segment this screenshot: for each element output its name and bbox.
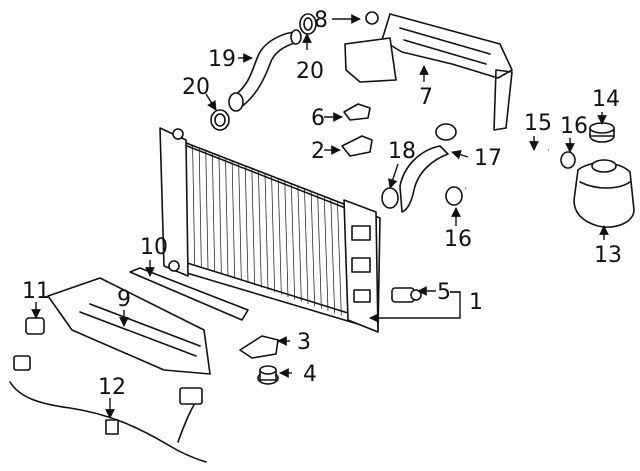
reservoir-cap bbox=[589, 122, 615, 143]
callout-13: 13 bbox=[594, 243, 622, 268]
radiator-fin-line bbox=[198, 147, 202, 267]
radiator-fin-line bbox=[277, 178, 282, 295]
hose-clamp-lower bbox=[210, 109, 230, 131]
radiator-fin-line bbox=[244, 165, 249, 284]
callout-5: 5 bbox=[437, 280, 451, 305]
radiator-fin-line bbox=[310, 191, 316, 307]
callout-12: 12 bbox=[98, 375, 126, 400]
radiator-fin-line bbox=[271, 175, 276, 293]
connector-11 bbox=[25, 317, 45, 335]
bracket-6 bbox=[343, 103, 371, 121]
callout-4: 4 bbox=[303, 362, 317, 387]
callout-labels: 8 20 19 20 7 6 2 18 17 15 16 14 13 16 5 … bbox=[22, 8, 622, 400]
callout-10: 10 bbox=[140, 235, 168, 260]
callout-2: 2 bbox=[311, 139, 325, 164]
callout-7: 7 bbox=[419, 85, 433, 110]
callout-9: 9 bbox=[117, 287, 131, 312]
radiator bbox=[159, 127, 381, 333]
lower-mount-bracket bbox=[239, 335, 279, 359]
callout-14: 14 bbox=[592, 87, 620, 112]
leader-lines bbox=[31, 14, 609, 419]
callout-16-top: 16 bbox=[560, 114, 588, 139]
callout-20-top: 20 bbox=[296, 59, 324, 84]
radiator-fin-line bbox=[225, 157, 229, 277]
radiator-fin-line bbox=[238, 162, 242, 281]
bracket-2 bbox=[341, 135, 373, 157]
callout-6: 6 bbox=[311, 106, 325, 131]
callout-16-bottom: 16 bbox=[444, 227, 472, 252]
hose-clamp-18 bbox=[381, 187, 399, 209]
hose-cap bbox=[435, 123, 457, 141]
push-pin-clip bbox=[365, 11, 379, 25]
hose-clamp-16-top bbox=[560, 151, 576, 169]
radiator-fin-line bbox=[317, 193, 322, 309]
temperature-sensor bbox=[391, 287, 422, 303]
radiator-fin-line bbox=[258, 170, 262, 288]
radiator-fin-line bbox=[284, 180, 289, 298]
callout-1: 1 bbox=[469, 290, 483, 315]
lower-air-deflector bbox=[47, 277, 211, 375]
radiator-fin-line bbox=[297, 185, 302, 302]
radiator-fin-line bbox=[264, 172, 269, 291]
radiator-fin-line bbox=[290, 183, 296, 300]
radiator-fin-line bbox=[323, 196, 329, 312]
callout-15: 15 bbox=[524, 111, 552, 136]
radiator-fin-line bbox=[231, 160, 236, 279]
overflow-hose bbox=[465, 148, 549, 190]
radiator-outlet-hose bbox=[399, 123, 457, 213]
callout-11: 11 bbox=[22, 279, 50, 304]
lower-insulator bbox=[257, 365, 279, 385]
radiator-fin-line bbox=[251, 167, 256, 286]
radiator-fin-line bbox=[337, 201, 342, 316]
radiator-fin-line bbox=[330, 198, 336, 314]
callout-19: 19 bbox=[208, 47, 236, 72]
callout-18: 18 bbox=[388, 139, 416, 164]
callout-20-left: 20 bbox=[182, 75, 210, 100]
radiator-fin-line bbox=[211, 152, 216, 272]
hose-clamp-16-bottom bbox=[445, 186, 463, 206]
callout-17: 17 bbox=[474, 146, 502, 171]
upper-radiator-support bbox=[344, 11, 513, 131]
radiator-fin-line bbox=[218, 154, 222, 274]
radiator-fin-line bbox=[192, 144, 196, 265]
radiator-fin-line bbox=[205, 149, 209, 270]
air-baffle bbox=[129, 267, 249, 321]
callout-3: 3 bbox=[297, 330, 311, 355]
wiring-harness bbox=[9, 355, 207, 463]
upper-radiator-hose bbox=[228, 29, 302, 112]
coolant-reservoir bbox=[573, 159, 635, 228]
radiator-fin-line bbox=[304, 188, 309, 305]
callout-8: 8 bbox=[314, 8, 328, 33]
